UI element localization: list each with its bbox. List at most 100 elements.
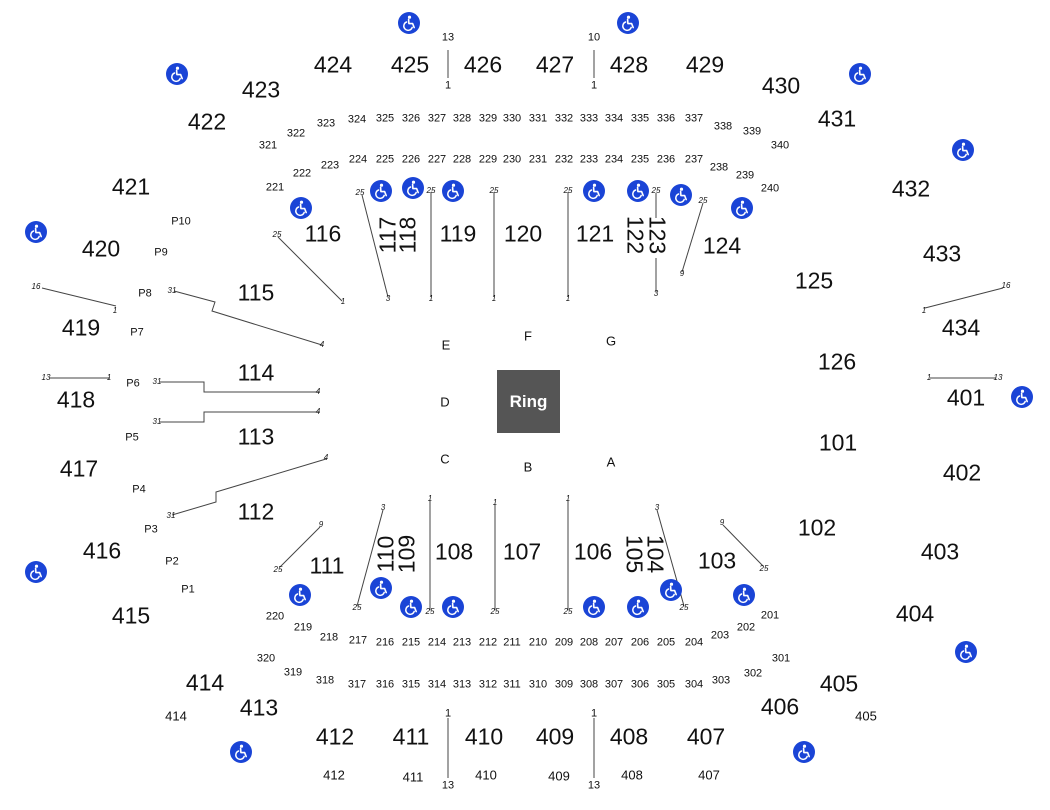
section-214[interactable]: 214 [427,636,447,649]
section-405-lower[interactable]: 405 [855,708,877,724]
section-124[interactable]: 124 [702,232,742,259]
section-402[interactable]: 402 [942,459,982,486]
section-310[interactable]: 310 [528,678,548,691]
section-309[interactable]: 309 [554,678,574,691]
section-408-lower[interactable]: 408 [621,767,643,783]
section-239[interactable]: 239 [735,169,755,182]
section-427[interactable]: 427 [535,51,575,78]
section-413[interactable]: 413 [239,694,279,721]
section-116[interactable]: 116 [304,220,342,247]
section-308[interactable]: 308 [579,678,599,691]
section-312[interactable]: 312 [478,678,498,691]
floor-section-c[interactable]: C [440,451,450,467]
section-205[interactable]: 205 [656,636,676,649]
section-315[interactable]: 315 [401,678,421,691]
section-229[interactable]: 229 [478,153,498,166]
section-222[interactable]: 222 [292,167,312,180]
section-403[interactable]: 403 [920,538,960,565]
section-401[interactable]: 401 [946,384,986,411]
floor-section-e[interactable]: E [441,337,451,353]
section-118[interactable]: 118 [394,216,421,254]
section-106[interactable]: 106 [573,538,613,565]
section-210[interactable]: 210 [528,636,548,649]
ring[interactable]: Ring [497,370,560,433]
section-415[interactable]: 415 [111,602,151,629]
section-422[interactable]: 422 [187,108,227,135]
section-125[interactable]: 125 [794,267,834,294]
floor-section-g[interactable]: G [605,333,617,349]
section-219[interactable]: 219 [293,621,313,634]
section-202[interactable]: 202 [736,621,756,634]
section-414-lower[interactable]: 414 [165,708,187,724]
section-333[interactable]: 333 [579,112,599,125]
section-337[interactable]: 337 [684,112,704,125]
section-237[interactable]: 237 [684,153,704,166]
parking-p6[interactable]: P6 [126,377,140,390]
section-326[interactable]: 326 [401,112,421,125]
section-208[interactable]: 208 [579,636,599,649]
section-423[interactable]: 423 [241,76,281,103]
section-433[interactable]: 433 [922,240,962,267]
section-301[interactable]: 301 [771,652,791,665]
section-421[interactable]: 421 [111,173,151,200]
section-328[interactable]: 328 [452,112,472,125]
section-323[interactable]: 323 [316,117,336,130]
section-432[interactable]: 432 [891,175,931,202]
section-201[interactable]: 201 [760,609,780,622]
section-324[interactable]: 324 [347,113,367,126]
section-209[interactable]: 209 [554,636,574,649]
section-216[interactable]: 216 [375,636,395,649]
section-240[interactable]: 240 [760,182,780,195]
section-329[interactable]: 329 [478,112,498,125]
section-113[interactable]: 113 [237,423,275,450]
section-339[interactable]: 339 [742,125,762,138]
section-320[interactable]: 320 [256,652,276,665]
section-313[interactable]: 313 [452,678,472,691]
section-215[interactable]: 215 [401,636,421,649]
section-211[interactable]: 211 [503,636,521,649]
section-115[interactable]: 115 [237,279,275,306]
section-417[interactable]: 417 [59,455,99,482]
section-126[interactable]: 126 [817,348,857,375]
section-419[interactable]: 419 [61,314,101,341]
section-327[interactable]: 327 [427,112,447,125]
section-235[interactable]: 235 [630,153,650,166]
section-223[interactable]: 223 [320,159,340,172]
parking-p3[interactable]: P3 [144,523,158,536]
floor-section-f[interactable]: F [524,328,532,344]
section-434[interactable]: 434 [941,314,981,341]
section-111[interactable]: 111 [309,552,345,579]
section-108[interactable]: 108 [434,538,474,565]
section-404[interactable]: 404 [895,600,935,627]
section-121[interactable]: 121 [575,220,615,247]
section-330[interactable]: 330 [502,112,522,125]
section-107[interactable]: 107 [502,538,542,565]
section-416[interactable]: 416 [82,537,122,564]
section-331[interactable]: 331 [528,112,548,125]
section-318[interactable]: 318 [315,674,335,687]
section-319[interactable]: 319 [283,666,303,679]
section-406[interactable]: 406 [760,693,800,720]
section-411[interactable]: 411 [392,723,430,750]
section-206[interactable]: 206 [630,636,650,649]
section-407[interactable]: 407 [686,723,726,750]
section-212[interactable]: 212 [478,636,498,649]
section-218[interactable]: 218 [319,631,339,644]
section-338[interactable]: 338 [713,120,733,133]
section-336[interactable]: 336 [656,112,676,125]
section-305[interactable]: 305 [656,678,676,691]
section-429[interactable]: 429 [685,51,725,78]
section-102[interactable]: 102 [797,514,837,541]
parking-p1[interactable]: P1 [181,583,195,596]
section-119[interactable]: 119 [439,220,477,247]
section-412-lower[interactable]: 412 [323,767,345,783]
section-410-lower[interactable]: 410 [475,767,497,783]
section-332[interactable]: 332 [554,112,574,125]
section-204[interactable]: 204 [684,636,704,649]
section-409[interactable]: 409 [535,723,575,750]
section-335[interactable]: 335 [630,112,650,125]
section-407-lower[interactable]: 407 [698,767,720,783]
section-233[interactable]: 233 [579,153,599,166]
section-230[interactable]: 230 [502,153,522,166]
section-418[interactable]: 418 [56,386,96,413]
